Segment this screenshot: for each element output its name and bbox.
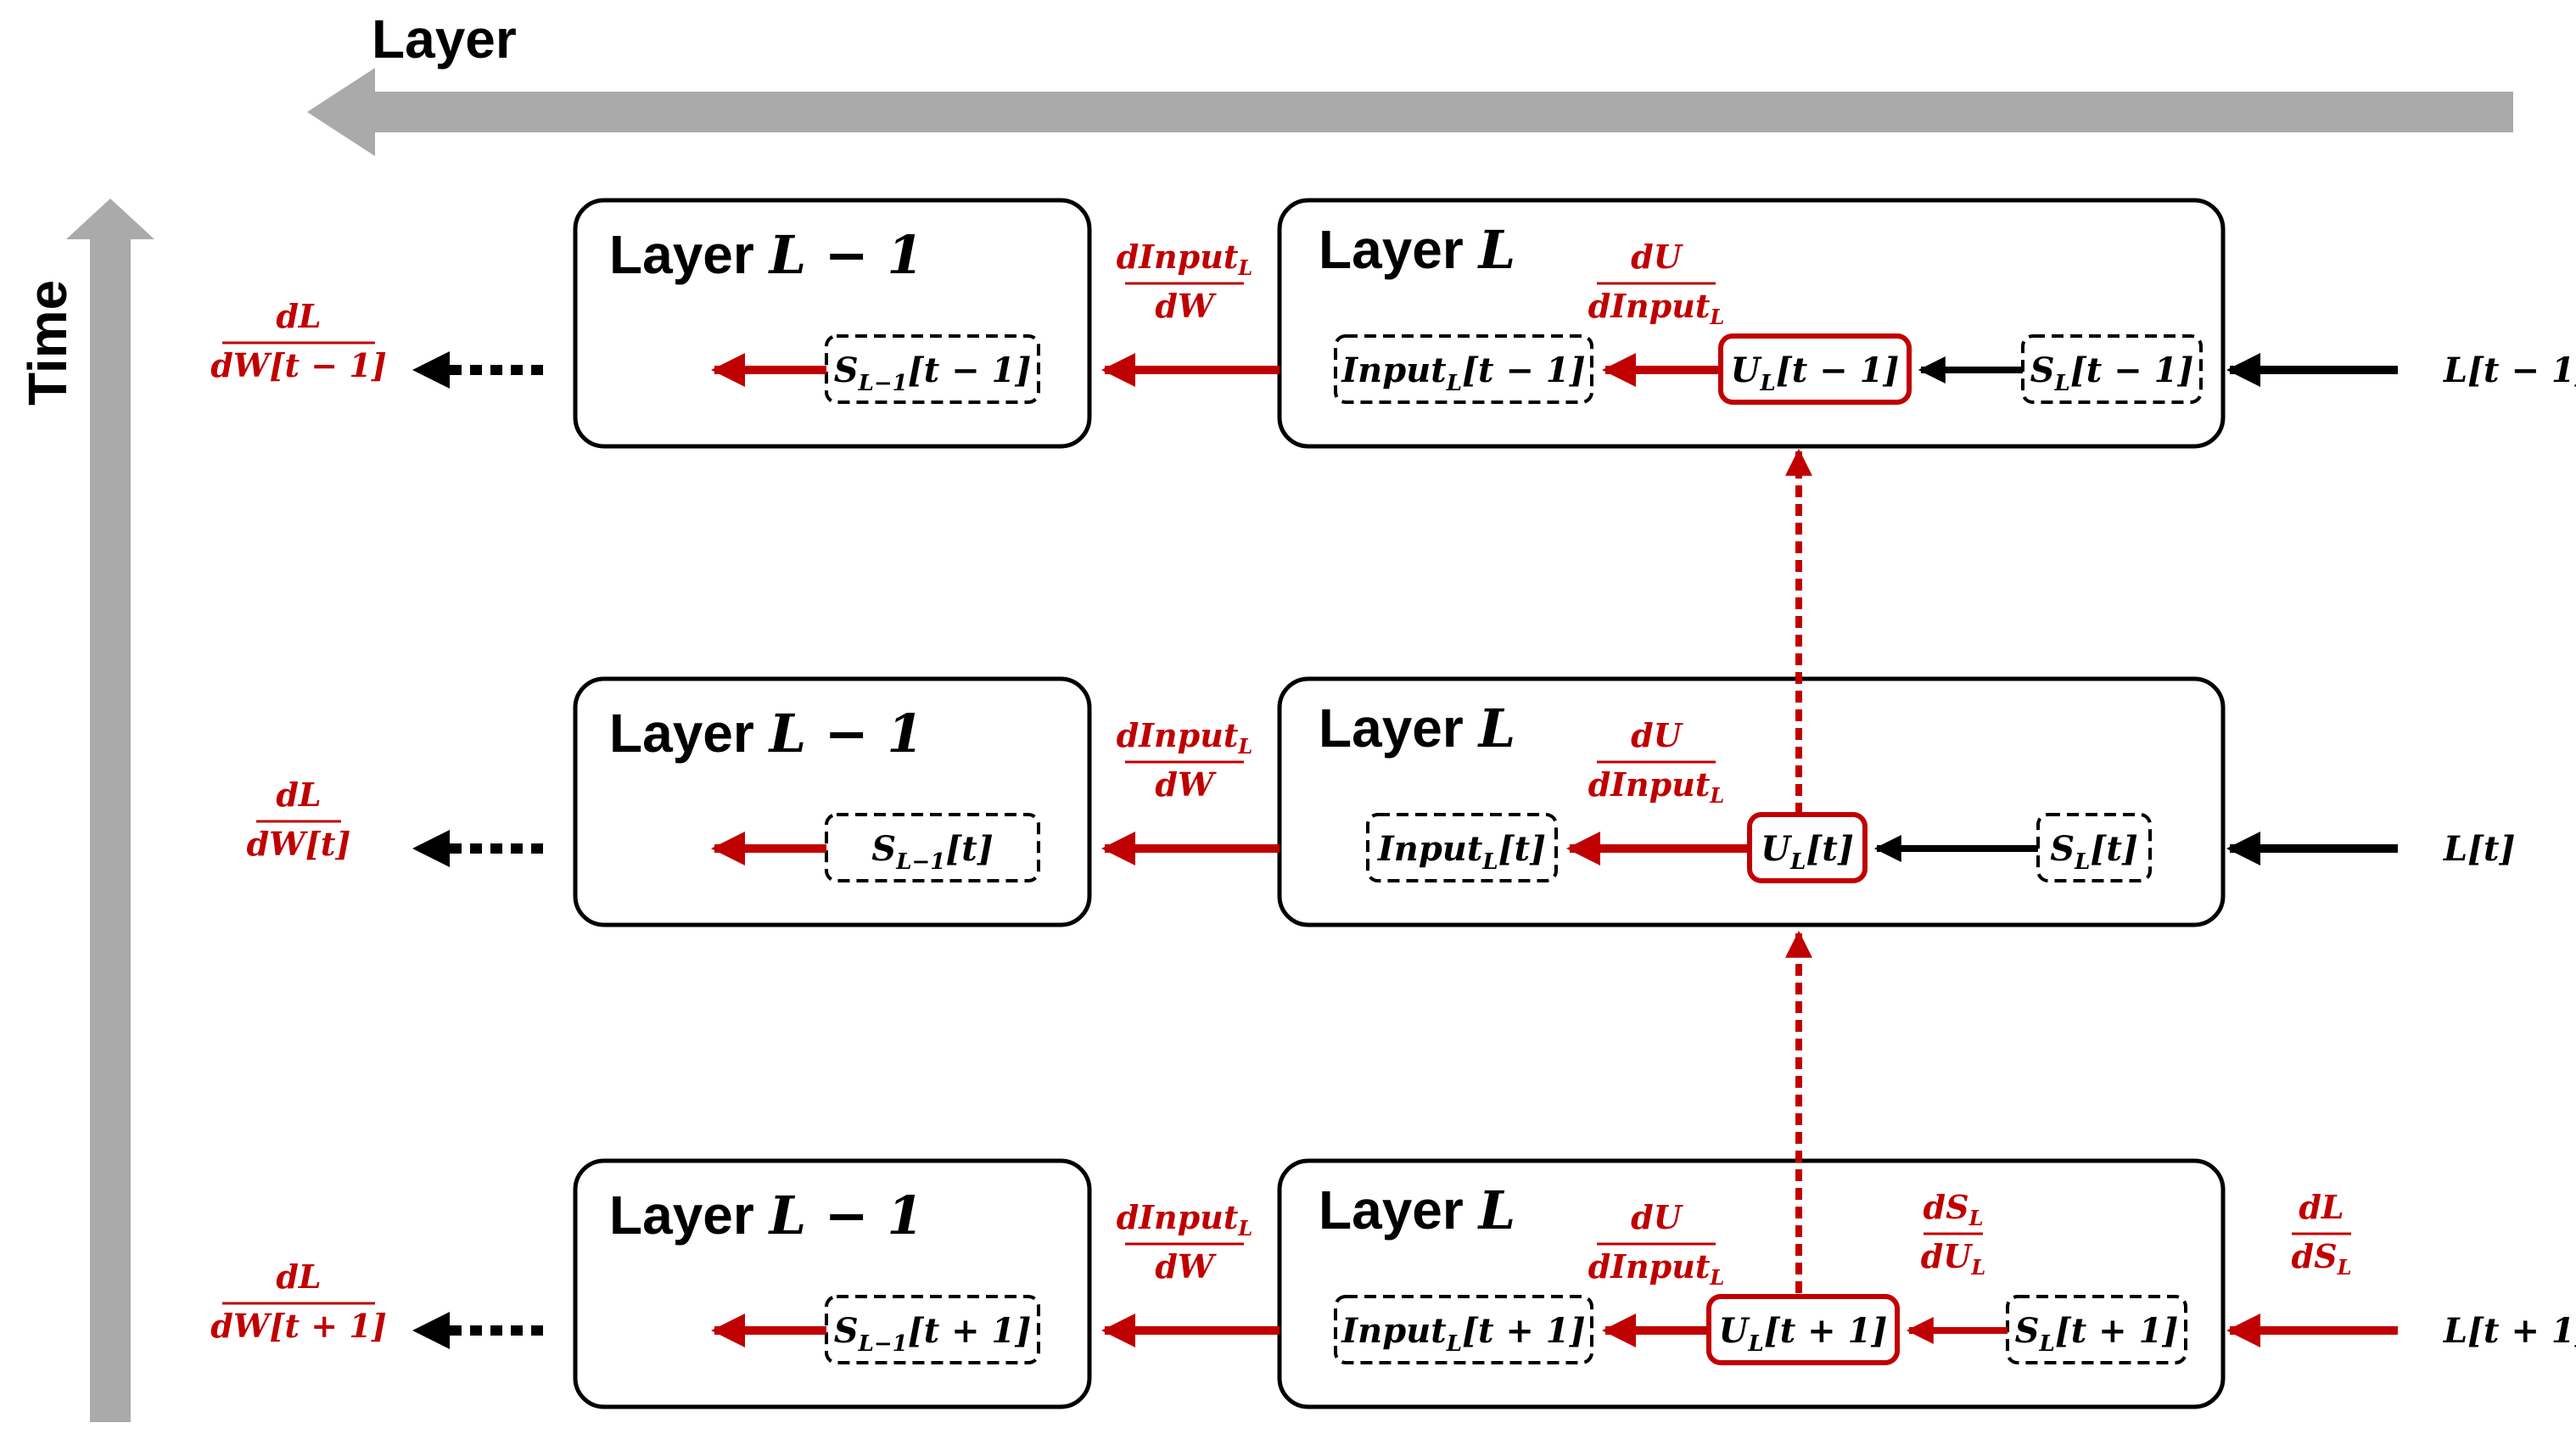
frac-dl-dw-numerator: dL bbox=[276, 776, 321, 814]
loss-label: L[t − 1] bbox=[2443, 350, 2576, 390]
input-node bbox=[1334, 334, 1593, 404]
frac-du-dinput: dU dInputL bbox=[1588, 1198, 1725, 1290]
frac-dinput-dw-numerator: dInputL bbox=[1117, 1198, 1253, 1241]
s-prev-label: SL−1[t − 1] bbox=[834, 350, 1032, 396]
frac-dinput-dw-numerator: dInputL bbox=[1117, 238, 1253, 280]
input-node bbox=[1334, 1295, 1593, 1364]
layer-cur-title: Layer L bbox=[1319, 219, 1515, 281]
frac-du-dinput-denominator: dInputL bbox=[1588, 287, 1725, 329]
time-step-row: Layer L − 1 Layer L L[t + 1] bbox=[412, 1158, 2576, 1409]
frac-du-dinput-numerator: dU bbox=[1631, 1198, 1684, 1236]
frac-dinput-dw-denominator: dW bbox=[1155, 1247, 1217, 1286]
continuation-arrowhead bbox=[412, 1312, 450, 1349]
frac-dinput-dw: dInputL dW bbox=[1117, 1198, 1253, 1286]
s-cur-label: SL[t + 1] bbox=[2015, 1311, 2179, 1357]
frac-dinput-dw-denominator: dW bbox=[1155, 765, 1217, 804]
frac-ds-du-numerator: dSL bbox=[1924, 1188, 1984, 1230]
layer-prev-title: Layer L − 1 bbox=[609, 1185, 923, 1246]
input-node bbox=[1366, 813, 1558, 882]
frac-dl-dw: dL dW[t − 1] bbox=[210, 297, 387, 384]
s-prev-node bbox=[825, 1295, 1040, 1364]
continuation-arrowhead bbox=[412, 351, 450, 389]
frac-ds-du: dSL dUL bbox=[1921, 1188, 1986, 1280]
frac-dl-ds: dL dSL bbox=[2292, 1188, 2352, 1280]
layer-prev-title: Layer L − 1 bbox=[609, 703, 923, 765]
s-prev-node bbox=[825, 334, 1040, 404]
time-axis-arrow bbox=[66, 199, 154, 1422]
time-step-row: Layer L − 1 Layer L L[t] bbox=[412, 676, 2515, 927]
frac-dl-ds-numerator: dL bbox=[2299, 1188, 2344, 1226]
layer-cur-title: Layer L bbox=[1319, 697, 1515, 759]
frac-dl-dw-numerator: dL bbox=[276, 1258, 321, 1296]
frac-dl-dw-denominator: dW[t − 1] bbox=[210, 346, 387, 384]
layer-prev-title: Layer L − 1 bbox=[609, 224, 923, 286]
continuation-arrowhead bbox=[412, 830, 450, 867]
frac-dl-dw-denominator: dW[t + 1] bbox=[210, 1307, 387, 1345]
s-cur-label: SL[t − 1] bbox=[2030, 350, 2194, 396]
frac-du-dinput: dU dInputL bbox=[1588, 238, 1725, 329]
frac-dl-dw-numerator: dL bbox=[276, 297, 321, 335]
frac-dinput-dw: dInputL dW bbox=[1117, 238, 1253, 325]
frac-dinput-dw-denominator: dW bbox=[1155, 287, 1217, 325]
layer-axis-label: Layer bbox=[372, 8, 517, 70]
loss-label: L[t + 1] bbox=[2443, 1311, 2576, 1351]
frac-du-dinput-numerator: dU bbox=[1631, 238, 1684, 276]
input-label: InputL[t] bbox=[1377, 829, 1546, 875]
frac-dinput-dw-numerator: dInputL bbox=[1117, 716, 1253, 759]
frac-dinput-dw: dInputL dW bbox=[1117, 716, 1253, 804]
s-prev-label: SL−1[t + 1] bbox=[834, 1311, 1032, 1357]
time-axis-label: Time bbox=[17, 280, 78, 406]
u-label: UL[t + 1] bbox=[1719, 1311, 1888, 1357]
frac-du-dinput: dU dInputL bbox=[1588, 716, 1725, 808]
frac-dl-dw: dL dW[t] bbox=[247, 776, 351, 863]
input-label: InputL[t − 1] bbox=[1341, 350, 1585, 396]
u-label: UL[t − 1] bbox=[1731, 350, 1900, 396]
frac-dl-dw: dL dW[t + 1] bbox=[210, 1258, 387, 1345]
frac-du-dinput-denominator: dInputL bbox=[1588, 765, 1725, 808]
s-prev-node bbox=[825, 813, 1040, 882]
s-cur-label: SL[t] bbox=[2050, 829, 2138, 875]
frac-du-dinput-numerator: dU bbox=[1631, 716, 1684, 754]
layer-axis-arrow bbox=[307, 68, 2513, 156]
frac-dl-dw-denominator: dW[t] bbox=[247, 825, 351, 863]
frac-du-dinput-denominator: dInputL bbox=[1588, 1247, 1725, 1290]
input-label: InputL[t + 1] bbox=[1341, 1311, 1585, 1357]
layer-cur-title: Layer L bbox=[1319, 1179, 1515, 1241]
s-prev-label: SL−1[t] bbox=[871, 829, 993, 875]
u-label: UL[t] bbox=[1761, 829, 1854, 875]
frac-dl-ds-denominator: dSL bbox=[2292, 1237, 2352, 1280]
time-step-row: Layer L − 1 Layer L L[t − 1] bbox=[412, 198, 2576, 449]
loss-label: L[t] bbox=[2443, 829, 2515, 869]
frac-ds-du-denominator: dUL bbox=[1921, 1237, 1986, 1280]
